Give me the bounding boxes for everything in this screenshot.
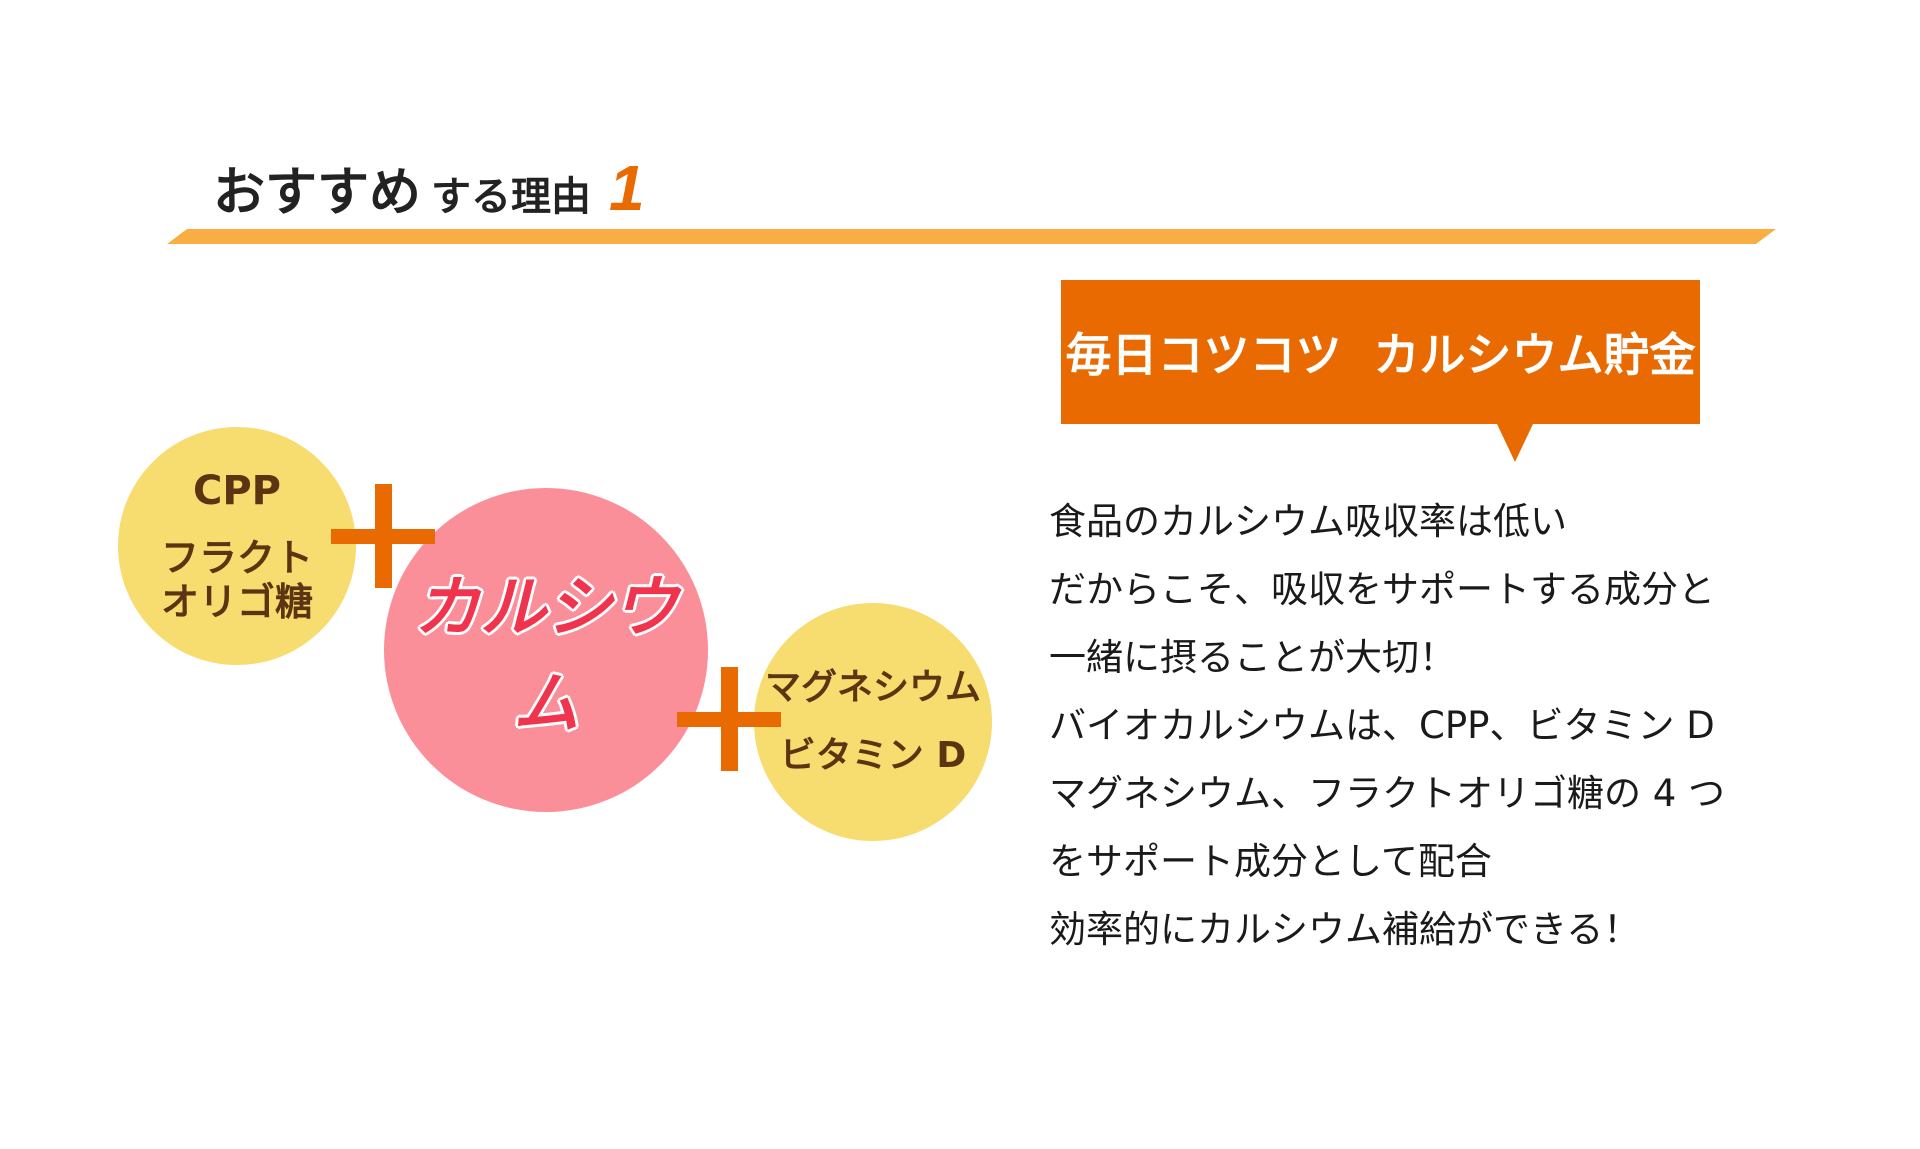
text-line: マグネシウム、フラクトオリゴ糖の 4 つ	[1049, 772, 1726, 815]
description-text: 食品のカルシウム吸収率は低い だからこそ、吸収をサポートする成分と 一緒に摂るこ…	[1049, 488, 1725, 964]
heading-sub: する理由	[431, 174, 592, 220]
cpp-oligosaccharide-circle: CPP フラクト オリゴ糖	[118, 427, 356, 665]
text-line: をサポート成分として配合	[1049, 840, 1492, 883]
circle-label: ビタミン D	[779, 735, 967, 776]
text-line: だからこそ、吸収をサポートする成分と	[1049, 568, 1715, 611]
callout-bubble: 毎日コツコツ カルシウム貯金	[1061, 280, 1700, 462]
calcium-label: カルシウム	[414, 569, 678, 742]
text-line: バイオカルシウムは、CPP、ビタミン D	[1049, 704, 1715, 747]
heading-main: おすすめ	[213, 163, 422, 223]
text-line: 食品のカルシウム吸収率は低い	[1049, 500, 1567, 543]
heading-underline	[167, 229, 1776, 244]
circle-label: CPP	[193, 468, 281, 514]
section-heading: おすすめする理由 1	[213, 150, 645, 225]
calcium-circle: カルシウム	[384, 488, 708, 812]
circle-label: マグネシウム	[764, 667, 981, 708]
text-line: 効率的にカルシウム補給ができる！	[1049, 908, 1641, 951]
text-line: 一緒に摂ることが大切！	[1049, 636, 1456, 679]
callout-text: 毎日コツコツ カルシウム貯金	[1065, 328, 1696, 382]
heading-number: 1	[609, 152, 645, 224]
plus-icon	[677, 667, 781, 771]
circle-label: フラクト	[160, 536, 313, 580]
magnesium-vitamin-d-circle: マグネシウム ビタミン D	[754, 603, 992, 841]
plus-icon	[331, 484, 435, 588]
circle-label: オリゴ糖	[160, 580, 313, 624]
